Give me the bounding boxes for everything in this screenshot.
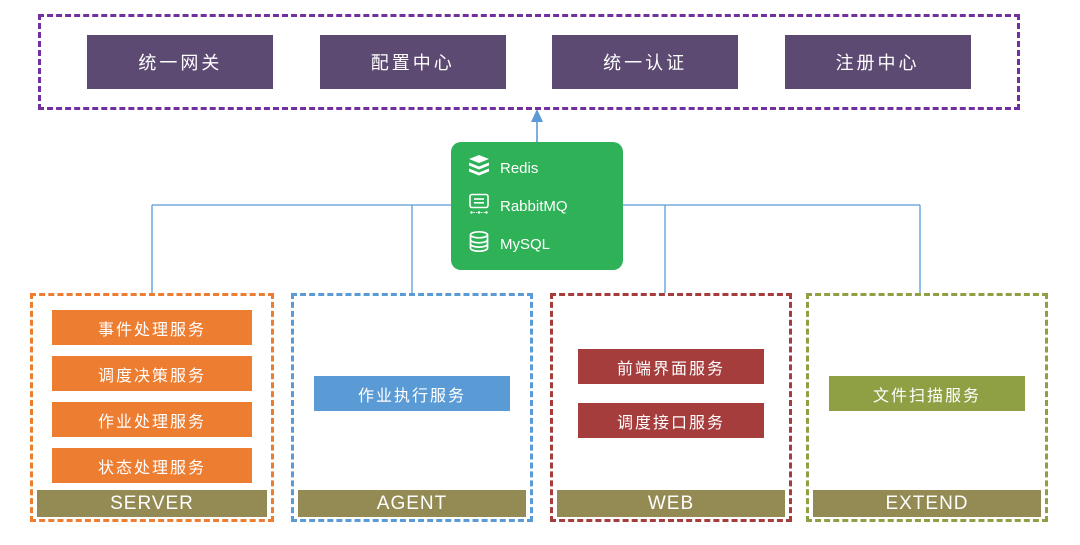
service-box: 状态处理服务 — [52, 448, 252, 483]
service-label: 调度决策服务 — [97, 367, 206, 385]
middleware-label: MySQL — [500, 235, 551, 253]
service-label: 配置中心 — [370, 53, 455, 73]
middleware-item-rabbitmq: RabbitMQ — [467, 192, 623, 221]
service-label: 事件处理服务 — [97, 321, 206, 339]
service-label: 调度接口服务 — [616, 414, 725, 432]
platform-services-group: 统一网关 配置中心 统一认证 注册中心 — [38, 14, 1020, 110]
middleware-item-redis: Redis — [467, 154, 623, 183]
group-extend: 文件扫描服务 EXTEND — [806, 293, 1048, 522]
service-box-config-center: 配置中心 — [319, 35, 506, 89]
group-title-bar: EXTEND — [813, 490, 1041, 517]
service-label: 文件扫描服务 — [872, 387, 981, 405]
service-box-gateway: 统一网关 — [87, 35, 274, 89]
service-box: 调度接口服务 — [578, 403, 764, 438]
service-label: 前端界面服务 — [616, 360, 725, 378]
middleware-label: Redis — [500, 159, 539, 177]
service-box: 前端界面服务 — [578, 349, 764, 384]
rabbitmq-icon — [467, 192, 491, 221]
service-box: 作业处理服务 — [52, 402, 252, 437]
redis-icon — [467, 154, 491, 183]
up-arrow-icon — [531, 109, 543, 122]
service-label: 注册中心 — [835, 53, 920, 73]
service-box: 调度决策服务 — [52, 356, 252, 391]
service-label: 作业执行服务 — [357, 387, 466, 405]
group-agent: 作业执行服务 AGENT — [291, 293, 533, 522]
middleware-panel: Redis RabbitMQ — [451, 142, 623, 270]
service-box: 事件处理服务 — [52, 310, 252, 345]
service-label: 统一认证 — [603, 53, 688, 73]
group-web-services: 前端界面服务 调度接口服务 — [553, 296, 789, 491]
group-web: 前端界面服务 调度接口服务 WEB — [550, 293, 792, 522]
service-label: 状态处理服务 — [97, 459, 206, 477]
group-title-bar: WEB — [557, 490, 785, 517]
group-server: 事件处理服务 调度决策服务 作业处理服务 状态处理服务 SERVER — [30, 293, 274, 522]
group-server-services: 事件处理服务 调度决策服务 作业处理服务 状态处理服务 — [33, 296, 271, 491]
service-box-registry: 注册中心 — [784, 35, 971, 89]
service-label: 统一网关 — [138, 53, 223, 73]
middleware-label: RabbitMQ — [500, 197, 568, 215]
group-extend-services: 文件扫描服务 — [809, 296, 1045, 491]
service-box-auth: 统一认证 — [552, 35, 739, 89]
service-label: 作业处理服务 — [97, 413, 206, 431]
mysql-icon — [467, 230, 491, 259]
service-box: 文件扫描服务 — [829, 376, 1025, 411]
group-title-bar: AGENT — [298, 490, 526, 517]
middleware-item-mysql: MySQL — [467, 230, 623, 259]
group-title-bar: SERVER — [37, 490, 267, 517]
group-agent-services: 作业执行服务 — [294, 296, 530, 491]
service-box: 作业执行服务 — [314, 376, 510, 411]
